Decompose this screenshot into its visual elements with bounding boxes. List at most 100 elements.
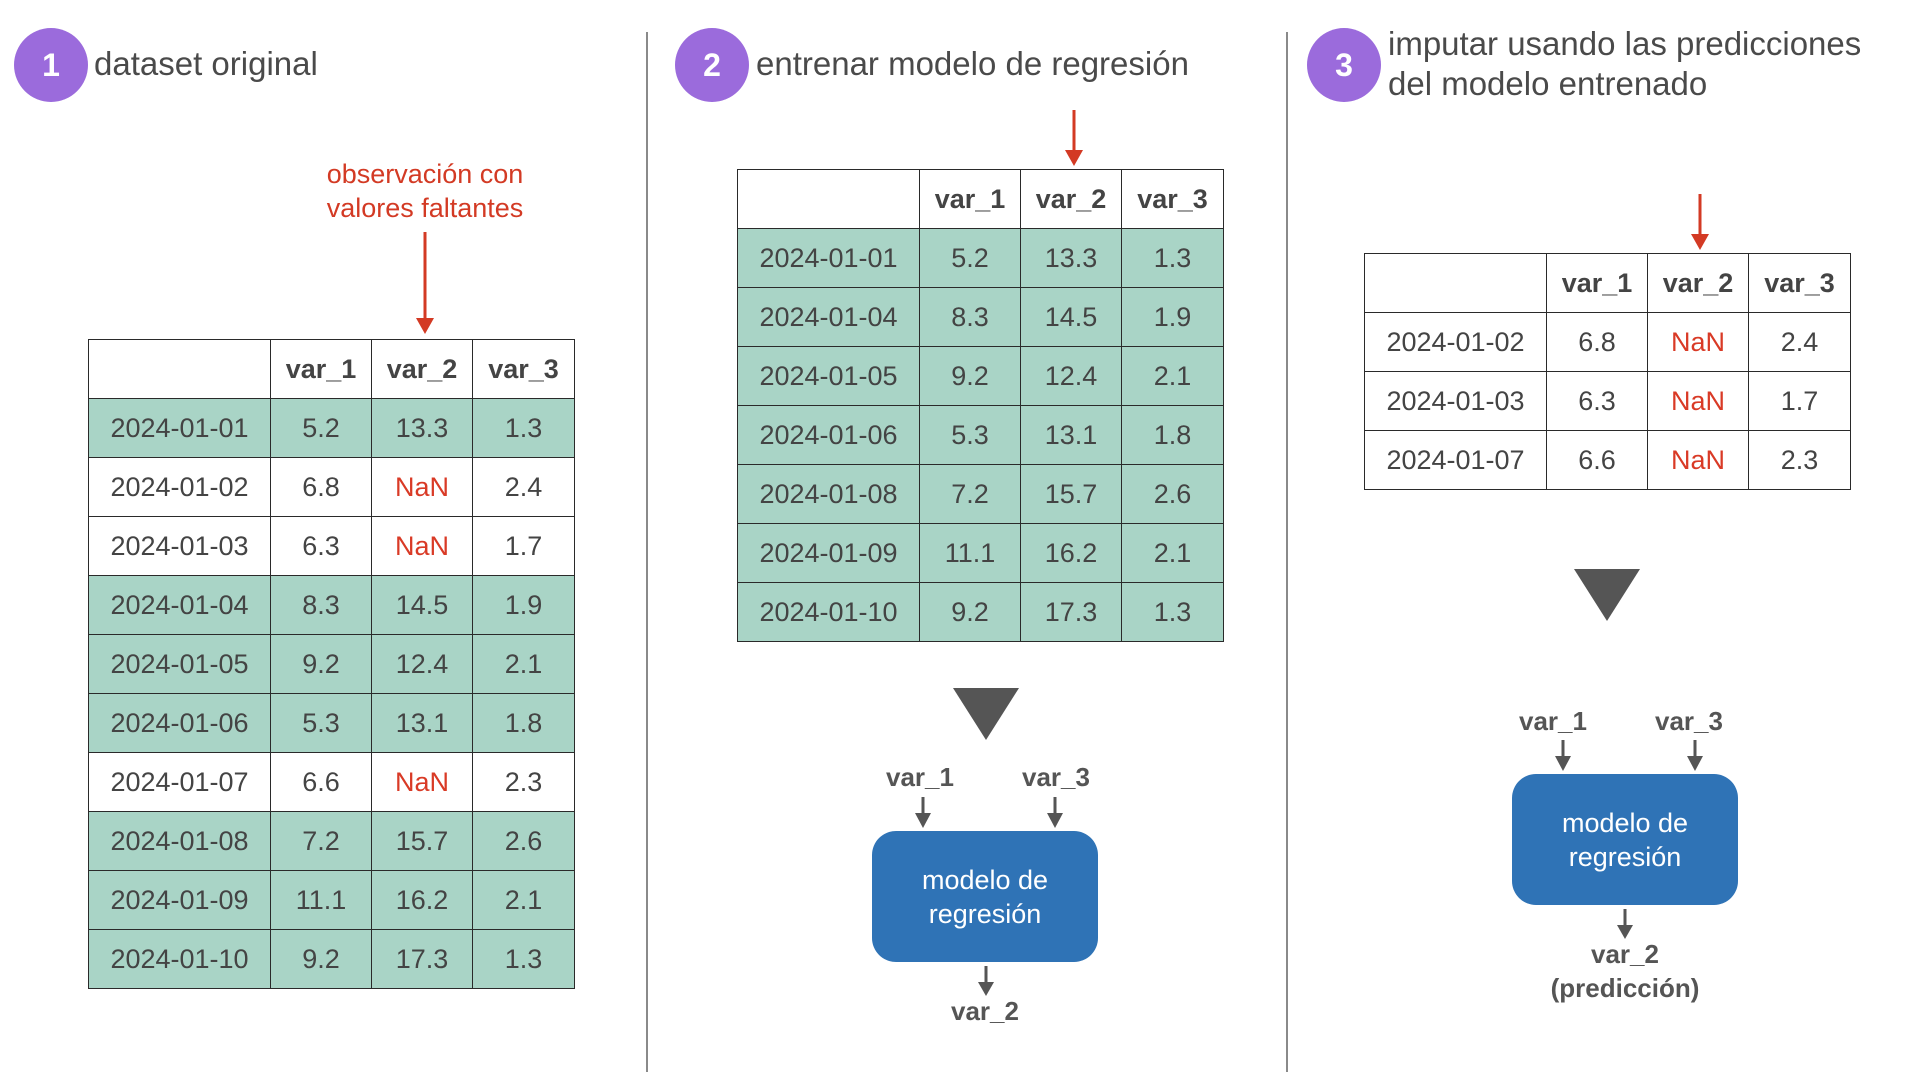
step-1-badge: 1 [14,28,88,102]
header-blank-cell [88,339,271,399]
train-model-line2: regresión [928,898,1042,929]
var3-cell: 2.1 [472,634,575,694]
var2-cell: 13.1 [371,693,473,753]
impute-arrowhead-var1 [1555,756,1571,771]
header-blank-cell [737,169,920,229]
var3-cell: 2.1 [1121,346,1224,406]
train-input-var3: var_3 [1022,762,1090,792]
column-header: var_1 [919,169,1021,229]
var2-cell: 16.2 [371,870,473,930]
var1-cell: 6.6 [1546,430,1648,490]
var3-cell: 2.3 [472,752,575,812]
train-model-line1: modelo de [921,864,1049,895]
date-cell: 2024-01-02 [1364,312,1547,372]
var3-cell: 1.3 [1121,582,1224,642]
impute-input-var1: var_1 [1519,706,1587,736]
var2-cell: NaN [371,457,473,517]
date-cell: 2024-01-06 [88,693,271,753]
var2-cell: 13.3 [1020,228,1122,288]
column-header: var_2 [371,339,473,399]
step-3-title-line2: del modelo entrenado [1388,65,1708,102]
impute-output-var2: var_2 [1591,939,1659,969]
column-header: var_1 [1546,253,1648,313]
var1-cell: 5.2 [919,228,1021,288]
var3-cell: 1.8 [472,693,575,753]
step-3-badge: 3 [1307,28,1381,102]
date-cell: 2024-01-02 [88,457,271,517]
var1-cell: 6.3 [1546,371,1648,431]
date-cell: 2024-01-08 [737,464,920,524]
column-header: var_2 [1020,169,1122,229]
var1-cell: 9.2 [919,582,1021,642]
var1-cell: 6.8 [1546,312,1648,372]
impute-model-line1: modelo de [1561,807,1689,838]
var3-cell: 1.3 [1121,228,1224,288]
step-3-title-line1: imputar usando las predicciones [1388,25,1862,62]
var2-cell: NaN [1647,371,1749,431]
divider-right [1286,32,1288,1072]
missing-values-annotation: observación con valores faltantes [290,157,560,225]
step-3-title: imputar usando las predicciones del mode… [1388,24,1861,104]
date-cell: 2024-01-10 [737,582,920,642]
impute-input-var3: var_3 [1655,706,1723,736]
var2-cell: NaN [1647,312,1749,372]
var1-cell: 6.6 [270,752,372,812]
train-arrowhead-var3 [1047,813,1063,828]
var3-cell: 1.9 [472,575,575,635]
divider-left [646,32,648,1072]
var3-cell: 1.7 [1748,371,1851,431]
column-header: var_3 [1121,169,1224,229]
impute-arrowhead-var3 [1687,756,1703,771]
var1-cell: 11.1 [270,870,372,930]
var2-cell: 14.5 [371,575,473,635]
var3-cell: 2.1 [1121,523,1224,583]
impute-output-label: var_2 (predicción) [1520,937,1730,1005]
train-output-var2: var_2 [951,996,1019,1026]
date-cell: 2024-01-06 [737,405,920,465]
date-cell: 2024-01-08 [88,811,271,871]
step-2-badge: 2 [675,28,749,102]
date-cell: 2024-01-01 [737,228,920,288]
var3-cell: 2.4 [472,457,575,517]
var2-cell: 13.3 [371,398,473,458]
column-header: var_3 [472,339,575,399]
var1-cell: 11.1 [919,523,1021,583]
train-arrowhead-out [978,982,994,996]
impute-arrowhead-out [1617,925,1633,939]
var3-cell: 1.7 [472,516,575,576]
var3-cell: 1.3 [472,929,575,989]
date-cell: 2024-01-05 [88,634,271,694]
var1-cell: 5.3 [270,693,372,753]
var3-cell: 2.4 [1748,312,1851,372]
var2-cell: NaN [371,752,473,812]
var1-cell: 5.2 [270,398,372,458]
date-cell: 2024-01-03 [88,516,271,576]
var1-cell: 9.2 [919,346,1021,406]
date-cell: 2024-01-04 [737,287,920,347]
var2-cell: 16.2 [1020,523,1122,583]
var2-cell: 15.7 [371,811,473,871]
date-cell: 2024-01-04 [88,575,271,635]
date-cell: 2024-01-09 [737,523,920,583]
column-header: var_2 [1647,253,1749,313]
var2-cell: 17.3 [371,929,473,989]
date-cell: 2024-01-10 [88,929,271,989]
var1-cell: 7.2 [919,464,1021,524]
var1-cell: 9.2 [270,929,372,989]
